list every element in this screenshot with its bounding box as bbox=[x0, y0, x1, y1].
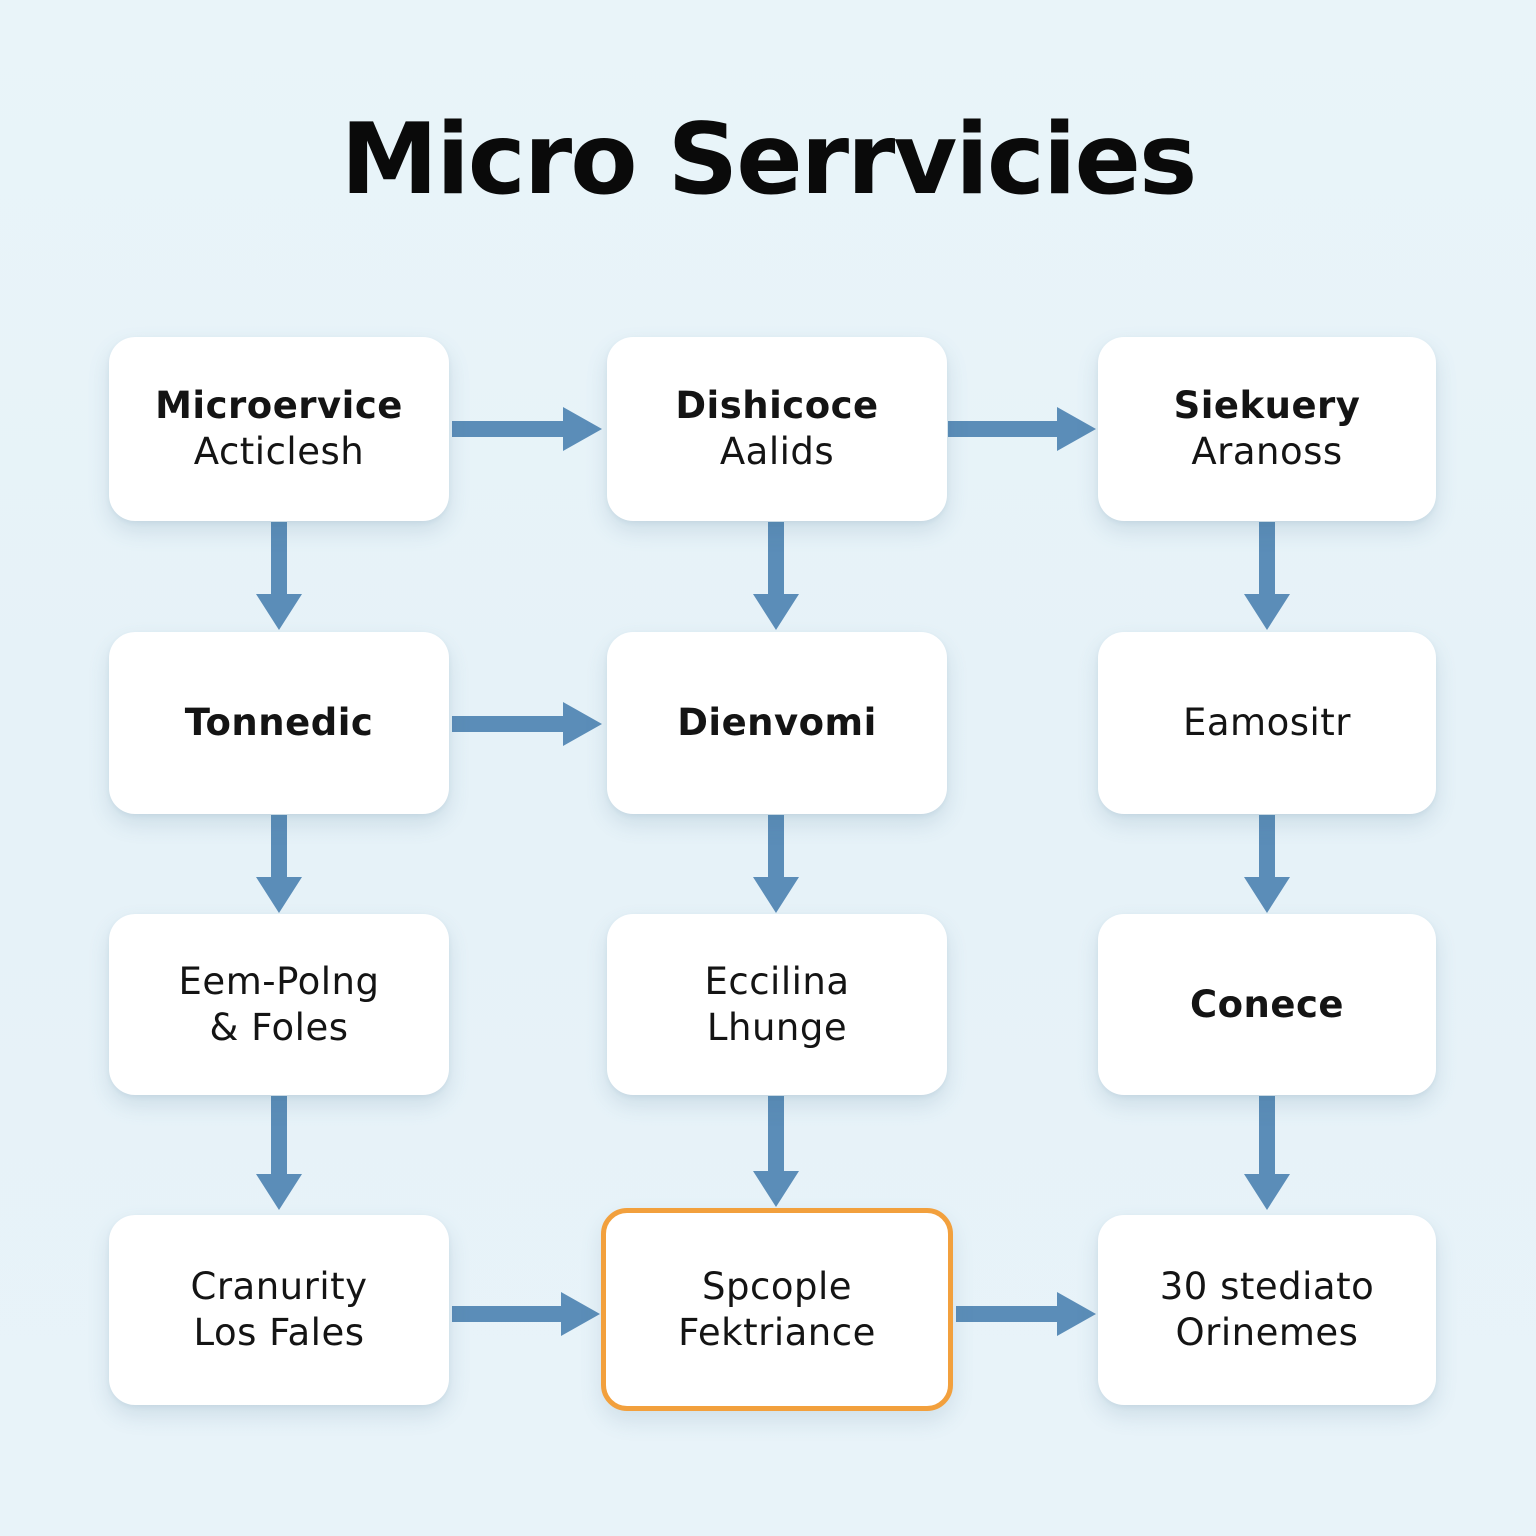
arrow-right-icon bbox=[452, 702, 602, 746]
arrow-right-icon bbox=[452, 407, 602, 451]
arrow-down-icon bbox=[256, 815, 302, 913]
node-subtitle: Fektriance bbox=[678, 1310, 876, 1354]
node-eamositr: Eamositr bbox=[1098, 632, 1436, 814]
node-dishicoce-aalids: Dishicoce Aalids bbox=[607, 337, 947, 521]
arrow-down-icon bbox=[256, 522, 302, 630]
node-subtitle: Orinemes bbox=[1175, 1311, 1359, 1354]
arrow-right-icon bbox=[948, 407, 1096, 451]
node-subtitle: Lhunge bbox=[706, 1005, 848, 1049]
node-title: Eccilina bbox=[704, 959, 850, 1003]
node-title: Eem-Polng bbox=[178, 959, 380, 1003]
node-title: Cranurity bbox=[190, 1265, 368, 1308]
diagram-title: Micro Serrvicies bbox=[340, 103, 1198, 217]
node-eccilina-lhunge: Eccilina Lhunge bbox=[607, 914, 947, 1095]
node-spcople-fektriance-highlighted: Spcople Fektriance bbox=[601, 1208, 953, 1411]
node-30-stediato-orinemes: 30 stediato Orinemes bbox=[1098, 1215, 1436, 1405]
node-eem-poling-foles: Eem-Polng & Foles bbox=[109, 914, 449, 1095]
node-dienvomi: Dienvomi bbox=[607, 632, 947, 814]
arrow-down-icon bbox=[1244, 815, 1290, 913]
node-title: Dienvomi bbox=[677, 701, 877, 744]
node-title: 30 stediato bbox=[1159, 1265, 1375, 1308]
node-title: Siekuery bbox=[1173, 384, 1361, 427]
arrow-down-icon bbox=[1244, 522, 1290, 630]
node-conece: Conece bbox=[1098, 914, 1436, 1095]
node-subtitle: Los Fales bbox=[193, 1311, 365, 1354]
arrow-down-icon bbox=[753, 522, 799, 630]
arrow-group bbox=[256, 407, 1290, 1336]
node-subtitle: & Foles bbox=[209, 1005, 349, 1049]
node-title: Eamositr bbox=[1182, 701, 1351, 744]
node-subtitle: Acticlesh bbox=[193, 430, 365, 473]
node-microservice-acticlesh: Microervice Acticlesh bbox=[109, 337, 449, 521]
node-subtitle: Aranoss bbox=[1191, 430, 1343, 473]
node-subtitle: Aalids bbox=[719, 430, 835, 473]
arrow-down-icon bbox=[753, 1096, 799, 1207]
node-title: Tonnedic bbox=[184, 701, 374, 744]
node-title: Dishicoce bbox=[675, 384, 879, 427]
arrow-right-icon bbox=[452, 1292, 600, 1336]
node-title: Spcople bbox=[702, 1264, 852, 1308]
node-cranurity-los-fales: Cranurity Los Fales bbox=[109, 1215, 449, 1405]
node-title: Microervice bbox=[155, 384, 403, 427]
arrow-down-icon bbox=[1244, 1096, 1290, 1210]
arrow-right-icon bbox=[956, 1292, 1096, 1336]
node-siekuery-aranoss: Siekuery Aranoss bbox=[1098, 337, 1436, 521]
node-tonnedic: Tonnedic bbox=[109, 632, 449, 814]
node-title: Conece bbox=[1189, 982, 1345, 1026]
arrow-down-icon bbox=[256, 1096, 302, 1210]
arrow-down-icon bbox=[753, 815, 799, 913]
